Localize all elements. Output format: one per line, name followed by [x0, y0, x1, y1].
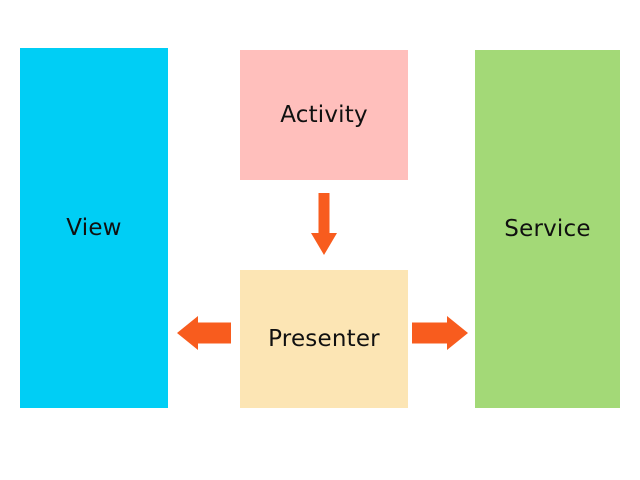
arrow-down-icon — [311, 193, 337, 255]
node-view[interactable]: View — [20, 48, 168, 408]
node-presenter[interactable]: Presenter — [240, 270, 408, 408]
node-activity-label: Activity — [280, 101, 368, 128]
node-service-label: Service — [504, 215, 591, 242]
node-presenter-label: Presenter — [268, 325, 380, 352]
node-view-label: View — [66, 214, 122, 241]
arrow-right-icon — [412, 316, 468, 350]
node-service[interactable]: Service — [475, 50, 620, 408]
node-activity[interactable]: Activity — [240, 50, 408, 180]
arrow-left-icon — [177, 316, 231, 350]
